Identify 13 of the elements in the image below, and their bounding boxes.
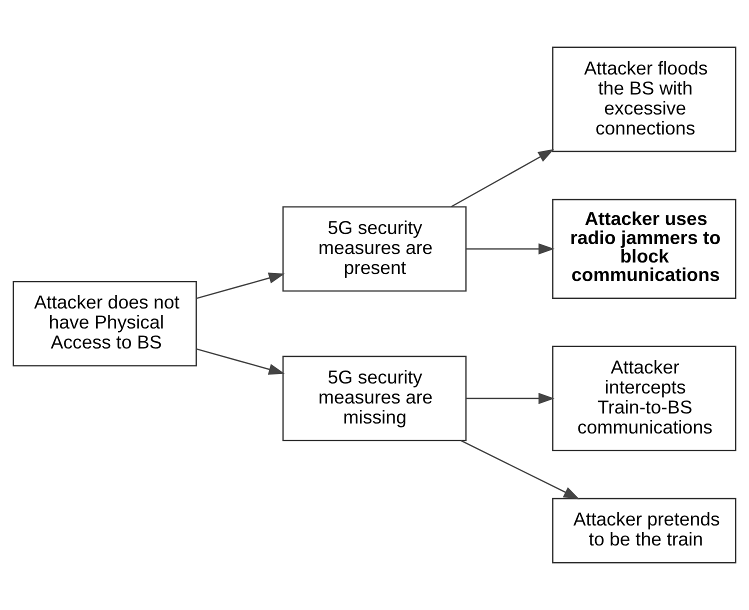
node-box: Attacker uses radio jammers to block communications bbox=[552, 198, 736, 299]
node-box: 5G security measures are missing bbox=[282, 356, 467, 442]
node-box: Attacker pretends to be the train bbox=[552, 498, 736, 564]
arrow bbox=[466, 243, 555, 255]
node-box: Attacker floods the BS with excessive connections bbox=[552, 46, 736, 152]
node-box: Attacker does not have Physical Access to BS bbox=[12, 280, 197, 366]
node-box: Attacker intercepts Train-to-BS communications bbox=[552, 346, 736, 452]
node-box: 5G security measures are present bbox=[282, 206, 467, 292]
arrow bbox=[196, 348, 285, 375]
arrow bbox=[466, 392, 555, 404]
arrow bbox=[450, 149, 554, 208]
arrow bbox=[460, 440, 580, 500]
arrow bbox=[196, 272, 285, 300]
